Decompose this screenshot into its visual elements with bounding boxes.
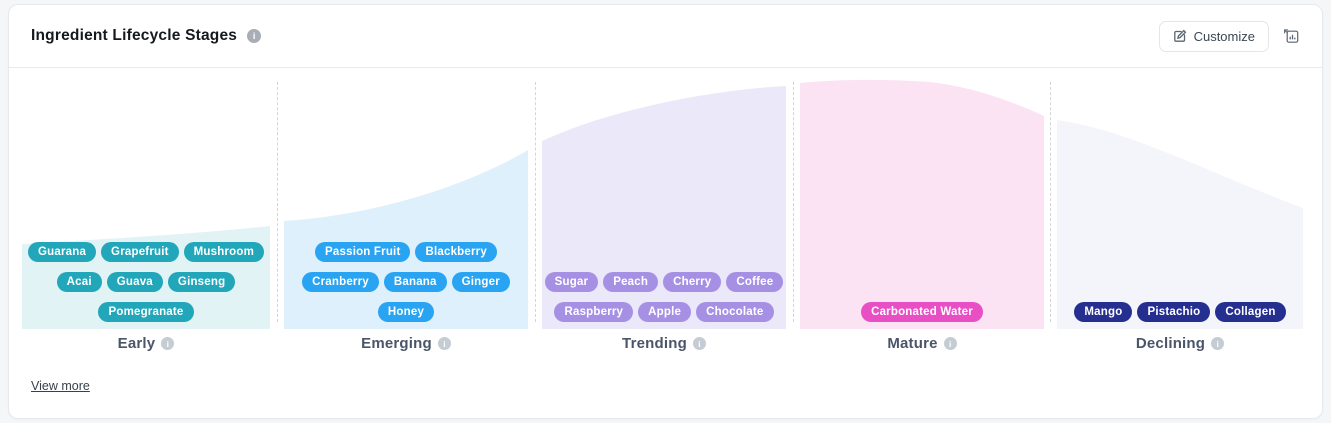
- ingredient-lifecycle-card: Ingredient Lifecycle Stages Customize: [8, 4, 1323, 419]
- view-more-link[interactable]: View more: [31, 379, 90, 393]
- ingredient-pill[interactable]: Cherry: [663, 272, 722, 292]
- info-icon[interactable]: [161, 337, 175, 350]
- stage-label: Declining: [1135, 335, 1206, 352]
- pill-row: Carbonated Water: [861, 302, 983, 322]
- stage-label-trending: Trending: [542, 335, 786, 352]
- title-wrap: Ingredient Lifecycle Stages: [31, 27, 262, 45]
- ingredient-pill[interactable]: Cranberry: [302, 272, 379, 292]
- ingredient-pill[interactable]: Honey: [377, 302, 435, 322]
- ingredient-pill[interactable]: Carbonated Water: [861, 302, 983, 322]
- ingredient-pill[interactable]: Peach: [603, 272, 659, 292]
- ingredient-pill[interactable]: Grapefruit: [101, 242, 179, 262]
- info-icon[interactable]: [247, 29, 262, 43]
- ingredient-pill[interactable]: Ginseng: [167, 272, 236, 292]
- ingredient-pill[interactable]: Guava: [106, 272, 163, 292]
- page-title: Ingredient Lifecycle Stages: [31, 27, 238, 44]
- stage-label-mature: Mature: [800, 335, 1044, 352]
- info-icon[interactable]: [437, 337, 451, 350]
- ingredient-pill[interactable]: Sugar: [544, 272, 599, 292]
- stage-separator: [793, 82, 794, 322]
- ingredient-pill[interactable]: Ginger: [451, 272, 510, 292]
- stage-labels-row: Early Emerging Trending Mature Declining: [9, 330, 1322, 360]
- ingredient-pill[interactable]: Pomegranate: [98, 302, 194, 322]
- card-footer: View more: [9, 360, 1322, 395]
- ingredient-pill[interactable]: Mushroom: [183, 242, 265, 262]
- stage-label: Early: [117, 335, 156, 352]
- stage-label: Mature: [887, 335, 938, 352]
- ingredient-pill[interactable]: Apple: [638, 302, 692, 322]
- ingredient-pill[interactable]: Raspberry: [554, 302, 634, 322]
- pills-mature: Carbonated Water: [800, 302, 1044, 322]
- ingredient-pill[interactable]: Coffee: [726, 272, 784, 292]
- ingredient-pill[interactable]: Banana: [383, 272, 447, 292]
- stage-separator: [277, 82, 278, 322]
- pill-row: Pomegranate: [98, 302, 194, 322]
- customize-button[interactable]: Customize: [1158, 20, 1269, 52]
- ingredient-pill[interactable]: Guarana: [27, 242, 97, 262]
- stage-label-early: Early: [22, 335, 270, 352]
- ingredient-pill[interactable]: Collagen: [1215, 302, 1286, 322]
- info-icon[interactable]: [1211, 337, 1225, 350]
- stage-label: Emerging: [361, 335, 432, 352]
- info-icon[interactable]: [943, 337, 957, 350]
- stage-area-mature: [800, 79, 1044, 329]
- ingredient-pill[interactable]: Chocolate: [696, 302, 774, 322]
- header-actions: Customize: [1158, 20, 1300, 52]
- export-chart-icon[interactable]: [1283, 28, 1300, 45]
- ingredient-pill[interactable]: Blackberry: [415, 242, 497, 262]
- stage-separator: [1050, 82, 1051, 322]
- pill-row: Honey: [377, 302, 435, 322]
- stage-label-emerging: Emerging: [284, 335, 528, 352]
- stage-area-declining: [1057, 120, 1303, 329]
- ingredient-pill[interactable]: Mango: [1074, 302, 1133, 322]
- ingredient-pill[interactable]: Acai: [56, 272, 102, 292]
- stage-area-trending: [542, 86, 786, 329]
- info-icon[interactable]: [692, 337, 706, 350]
- ingredient-pill[interactable]: Pistachio: [1137, 302, 1211, 322]
- stage-label-declining: Declining: [1057, 335, 1303, 352]
- stage-label: Trending: [622, 335, 687, 352]
- edit-pencil-icon: [1173, 29, 1187, 43]
- ingredient-pill[interactable]: Passion Fruit: [315, 242, 411, 262]
- customize-button-label: Customize: [1193, 28, 1255, 44]
- card-header: Ingredient Lifecycle Stages Customize: [9, 5, 1322, 68]
- stage-separator: [535, 82, 536, 322]
